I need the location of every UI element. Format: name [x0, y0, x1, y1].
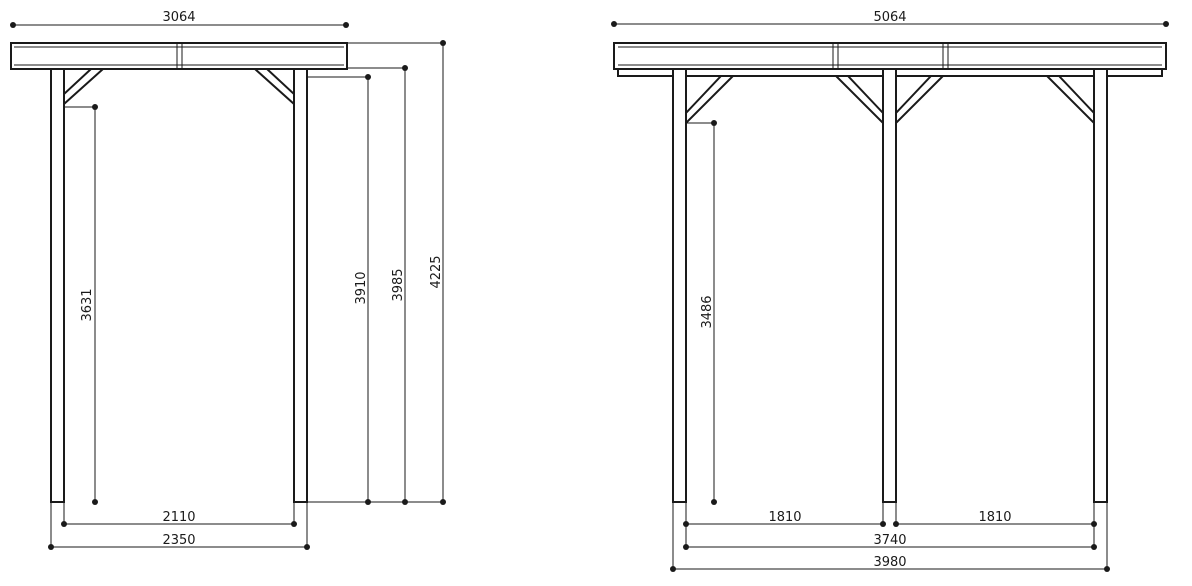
dim-label-2350: 2350 — [162, 533, 195, 548]
dim-endpoint — [92, 499, 98, 505]
dim-endpoint — [304, 544, 310, 550]
dim-label-4225: 4225 — [429, 255, 444, 288]
front-view: 5064 3486 1810 1810 3740 3980 — [611, 10, 1169, 572]
dim-label-3985: 3985 — [391, 268, 406, 301]
dim-endpoint — [880, 521, 886, 527]
front-brace — [685, 75, 736, 126]
front-post-left — [672, 68, 687, 503]
dim-endpoint — [440, 499, 446, 505]
dim-label-3064: 3064 — [162, 10, 195, 25]
side-brace-right — [252, 68, 295, 107]
dim-label-1810-left: 1810 — [768, 510, 801, 525]
dim-endpoint — [10, 22, 16, 28]
dim-endpoint — [402, 65, 408, 71]
dim-label-3740: 3740 — [873, 533, 906, 548]
dim-label-3631: 3631 — [80, 288, 95, 321]
dim-label-3910: 3910 — [354, 271, 369, 304]
dim-endpoint — [1091, 544, 1097, 550]
front-brace — [895, 75, 946, 126]
dim-endpoint — [291, 521, 297, 527]
front-brace — [833, 75, 884, 126]
dim-endpoint — [48, 544, 54, 550]
dim-label-1810-right: 1810 — [978, 510, 1011, 525]
dim-label-2110: 2110 — [162, 510, 195, 525]
side-brace-left — [63, 68, 106, 107]
dim-endpoint — [711, 120, 717, 126]
dim-endpoint — [402, 499, 408, 505]
dim-endpoint — [440, 40, 446, 46]
front-brace — [1044, 75, 1095, 126]
dim-label-3980: 3980 — [873, 555, 906, 570]
dim-endpoint — [670, 566, 676, 572]
dim-endpoint — [683, 544, 689, 550]
dim-endpoint — [683, 521, 689, 527]
side-post-left — [50, 68, 65, 503]
dim-endpoint — [1104, 566, 1110, 572]
dim-endpoint — [711, 499, 717, 505]
dim-endpoint — [61, 521, 67, 527]
dim-endpoint — [1091, 521, 1097, 527]
dim-endpoint — [1163, 21, 1169, 27]
dim-endpoint — [611, 21, 617, 27]
dim-endpoint — [365, 499, 371, 505]
dim-label-3486: 3486 — [700, 295, 715, 328]
dim-label-5064: 5064 — [873, 10, 906, 25]
front-post-right — [1093, 68, 1108, 503]
side-post-right — [293, 68, 308, 503]
side-view: 3064 3631 3910 3985 4225 — [10, 10, 446, 550]
dim-endpoint — [893, 521, 899, 527]
dim-endpoint — [343, 22, 349, 28]
dim-endpoint — [365, 74, 371, 80]
dim-endpoint — [92, 104, 98, 110]
front-post-middle — [882, 68, 897, 503]
